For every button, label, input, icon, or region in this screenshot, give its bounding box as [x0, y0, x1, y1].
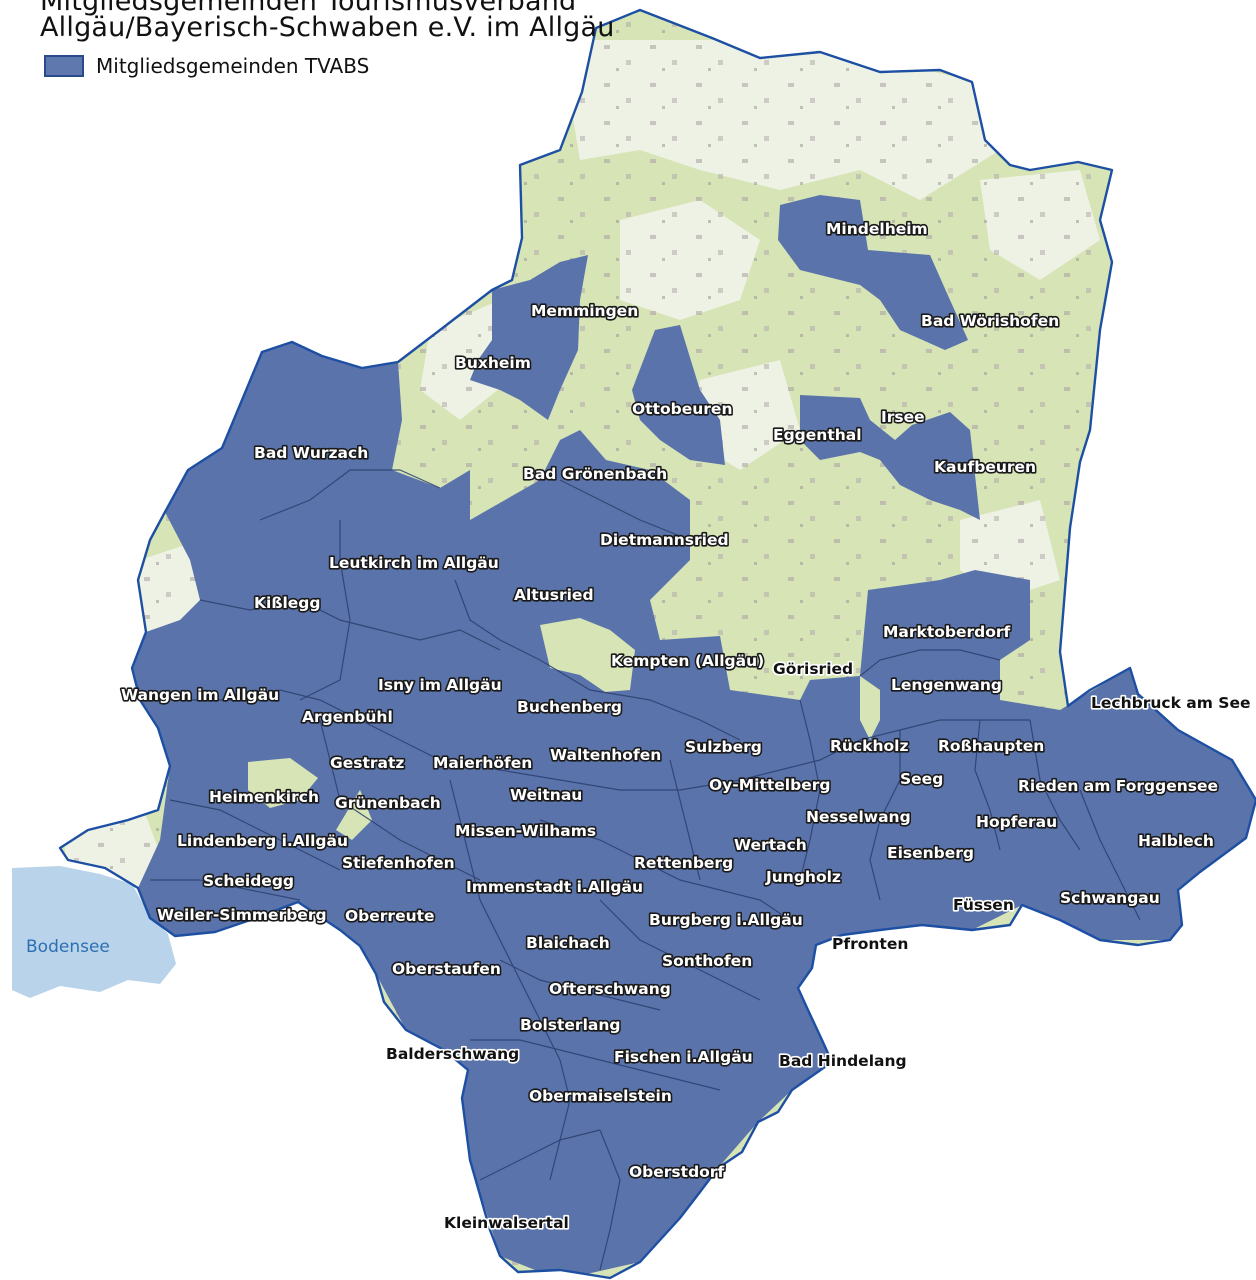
place-label-dietmannsried: Dietmannsried [600, 531, 729, 549]
place-label-missen: Missen-Wilhams [455, 822, 596, 840]
place-label-marktoberdorf: Marktoberdorf [883, 623, 1011, 641]
legend-label: Mitgliedsgemeinden TVABS [96, 54, 370, 78]
place-label-gruenenbach: Grünenbach [335, 794, 441, 812]
place-label-buchenberg: Buchenberg [517, 698, 622, 716]
place-label-fuessen: Füssen [953, 896, 1014, 914]
place-label-altusried: Altusried [514, 586, 594, 604]
place-label-balderschwang: Balderschwang [386, 1045, 519, 1063]
place-label-ofterschwang: Ofterschwang [549, 980, 671, 998]
place-label-seeg: Seeg [900, 770, 943, 788]
place-label-nesselwang: Nesselwang [806, 808, 911, 826]
place-label-rieden: Rieden am Forggensee [1018, 777, 1218, 795]
place-label-bad-wurzach: Bad Wurzach [254, 444, 368, 462]
place-label-irsee: Irsee [881, 408, 925, 426]
place-label-wangen: Wangen im Allgäu [121, 686, 279, 704]
place-label-leutkirch: Leutkirch im Allgäu [329, 554, 499, 572]
place-label-jungholz: Jungholz [765, 868, 841, 886]
place-label-lindenberg: Lindenberg i.Allgäu [177, 832, 348, 850]
place-label-obermaiselstein: Obermaiselstein [529, 1087, 672, 1105]
place-label-gestratz: Gestratz [330, 754, 404, 772]
place-label-kempten: Kempten (Allgäu) [611, 652, 764, 670]
place-label-scheidegg: Scheidegg [203, 872, 294, 890]
place-label-weitnau: Weitnau [510, 786, 582, 804]
place-label-goerisried: Görisried [773, 660, 853, 678]
legend-swatch [44, 55, 84, 77]
place-label-mindelheim: Mindelheim [826, 220, 928, 238]
place-label-weiler: Weiler-Simmerberg [157, 906, 327, 924]
place-label-oberreute: Oberreute [345, 907, 435, 925]
place-label-wertach: Wertach [734, 836, 807, 854]
place-label-oy-mittelberg: Oy-Mittelberg [709, 776, 830, 794]
place-label-hopferau: Hopferau [976, 813, 1057, 831]
place-label-fischen: Fischen i.Allgäu [614, 1048, 753, 1066]
place-label-rettenberg: Rettenberg [634, 854, 733, 872]
legend: Mitgliedsgemeinden TVABS [44, 54, 369, 78]
place-label-heimenkirch: Heimenkirch [209, 788, 319, 806]
place-label-lengenwang: Lengenwang [891, 676, 1002, 694]
place-label-lechbruck: Lechbruck am See [1091, 694, 1250, 712]
place-label-bad-groenenbach: Bad Grönenbach [523, 465, 667, 483]
place-label-bad-woerishofen: Bad Wörishofen [921, 312, 1059, 330]
place-label-pfronten: Pfronten [832, 935, 908, 953]
place-label-stiefenhofen: Stiefenhofen [342, 854, 455, 872]
region-outline [58, 8, 1256, 1280]
place-label-eisenberg: Eisenberg [887, 844, 974, 862]
place-label-rosshaupten: Roßhaupten [938, 737, 1044, 755]
place-label-kisslegg: Kißlegg [254, 594, 321, 612]
place-label-sonthofen: Sonthofen [662, 952, 752, 970]
map-title-line2: Allgäu/Bayerisch-Schwaben e.V. im Allgäu [40, 12, 615, 43]
place-label-bolsterlang: Bolsterlang [520, 1016, 620, 1034]
water-label: Bodensee [26, 937, 110, 957]
place-label-schwangau: Schwangau [1060, 889, 1160, 907]
place-label-eggenthal: Eggenthal [773, 426, 862, 444]
place-label-waltenhofen: Waltenhofen [550, 746, 661, 764]
place-label-blaichach: Blaichach [526, 934, 610, 952]
lake-bodensee [12, 866, 176, 998]
place-label-sulzberg: Sulzberg [685, 738, 762, 756]
place-label-burgberg: Burgberg i.Allgäu [649, 911, 803, 929]
place-label-halblech: Halblech [1138, 832, 1214, 850]
place-label-buxheim: Buxheim [455, 354, 531, 372]
place-label-oberstdorf: Oberstdorf [629, 1163, 724, 1181]
place-label-memmingen: Memmingen [531, 302, 638, 320]
map-title-line1: Mitgliedsgemeinden Tourismusverband [40, 0, 577, 17]
place-label-rueckholz: Rückholz [830, 737, 908, 755]
place-label-maierhoefen: Maierhöfen [433, 754, 532, 772]
place-label-oberstaufen: Oberstaufen [392, 960, 501, 978]
place-label-immenstadt: Immenstadt i.Allgäu [466, 878, 643, 896]
place-label-kaufbeuren: Kaufbeuren [934, 458, 1036, 476]
place-label-isny: Isny im Allgäu [378, 676, 502, 694]
place-label-ottobeuren: Ottobeuren [632, 400, 732, 418]
place-label-bad-hindelang: Bad Hindelang [779, 1052, 907, 1070]
place-label-argenbuehl: Argenbühl [302, 708, 393, 726]
place-label-kleinwalsertal: Kleinwalsertal [444, 1214, 569, 1232]
